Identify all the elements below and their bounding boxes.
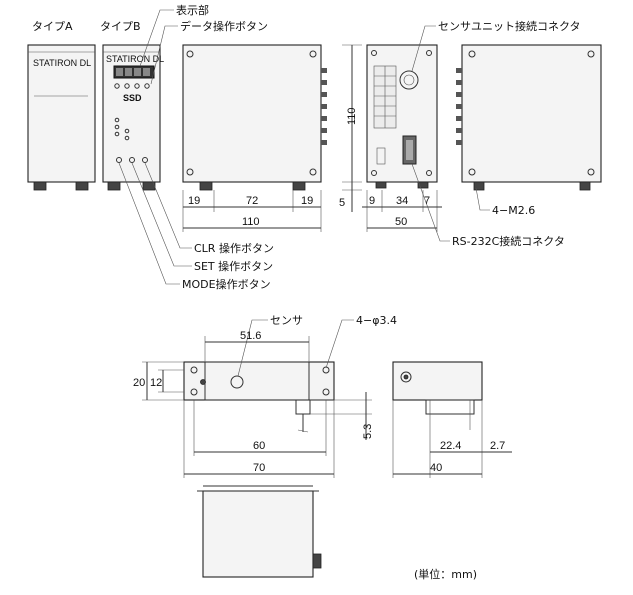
dim-5: 5 (339, 197, 345, 209)
dim-60: 60 (253, 440, 265, 452)
sensor-unit-side-view (392, 361, 483, 430)
sensor-unit-top-view (183, 361, 335, 433)
data-button-3 (134, 83, 140, 89)
data-button-4 (144, 83, 150, 89)
screw-label: 4−M2.6 (492, 204, 535, 217)
dim-5-3: 5.3 (362, 424, 374, 439)
display-label: 表示部 (176, 3, 209, 17)
type-b-device-name: STATIRON DL (106, 54, 164, 64)
type-a-device-name: STATIRON DL (33, 58, 91, 68)
sensor-unit-front-view (197, 485, 322, 578)
dim-40: 40 (430, 462, 442, 474)
side-view-dimensions: 19 72 19 110 (182, 190, 322, 232)
data-button-2 (124, 83, 130, 89)
rear-view (366, 44, 438, 189)
dim-110-width: 110 (242, 216, 260, 228)
sensor-label: センサ (270, 314, 303, 327)
type-a-front-view: STATIRON DL (27, 44, 96, 191)
dim-12: 12 (150, 377, 162, 389)
unit-note: (単位：mm) (414, 567, 477, 581)
type-a-label: タイプA (32, 20, 73, 33)
data-button-label: データ操作ボタン (180, 19, 268, 33)
sensor-connector (399, 70, 419, 90)
right-side-view (456, 44, 602, 191)
clr-button (142, 157, 148, 163)
dim-19-left: 19 (188, 195, 200, 207)
data-button-1 (114, 83, 120, 89)
hole-label: 4−φ3.4 (356, 314, 397, 327)
dim-110-height: 110 (346, 107, 358, 125)
mode-button (116, 157, 122, 163)
type-b-logo: SSD (123, 93, 142, 103)
set-button (129, 157, 135, 163)
dim-9: 9 (369, 195, 375, 207)
dim-50: 50 (395, 216, 407, 228)
dim-20: 20 (133, 377, 145, 389)
rear-view-dimensions: 110 5 9 34 7 50 (339, 44, 442, 232)
sensor-connector-label: センサユニット接続コネクタ (438, 19, 581, 33)
dim-72: 72 (246, 195, 258, 207)
dim-22-4: 22.4 (440, 440, 461, 452)
side-view (182, 44, 327, 191)
clr-button-label: CLR 操作ボタン (194, 241, 274, 255)
type-b-front-view: STATIRON DL SSD (102, 44, 164, 191)
dim-34: 34 (396, 195, 408, 207)
set-button-label: SET 操作ボタン (194, 259, 273, 273)
dim-2-7: 2.7 (490, 440, 505, 452)
type-b-label: タイプB (100, 20, 141, 33)
rs232c-label: RS-232C接続コネクタ (452, 234, 565, 248)
dim-70: 70 (253, 462, 265, 474)
dim-7: 7 (424, 195, 430, 207)
dim-51-6: 51.6 (240, 330, 261, 342)
dim-19-right: 19 (301, 195, 313, 207)
mode-button-label: MODE操作ボタン (182, 277, 271, 291)
sensor-element (230, 375, 244, 389)
